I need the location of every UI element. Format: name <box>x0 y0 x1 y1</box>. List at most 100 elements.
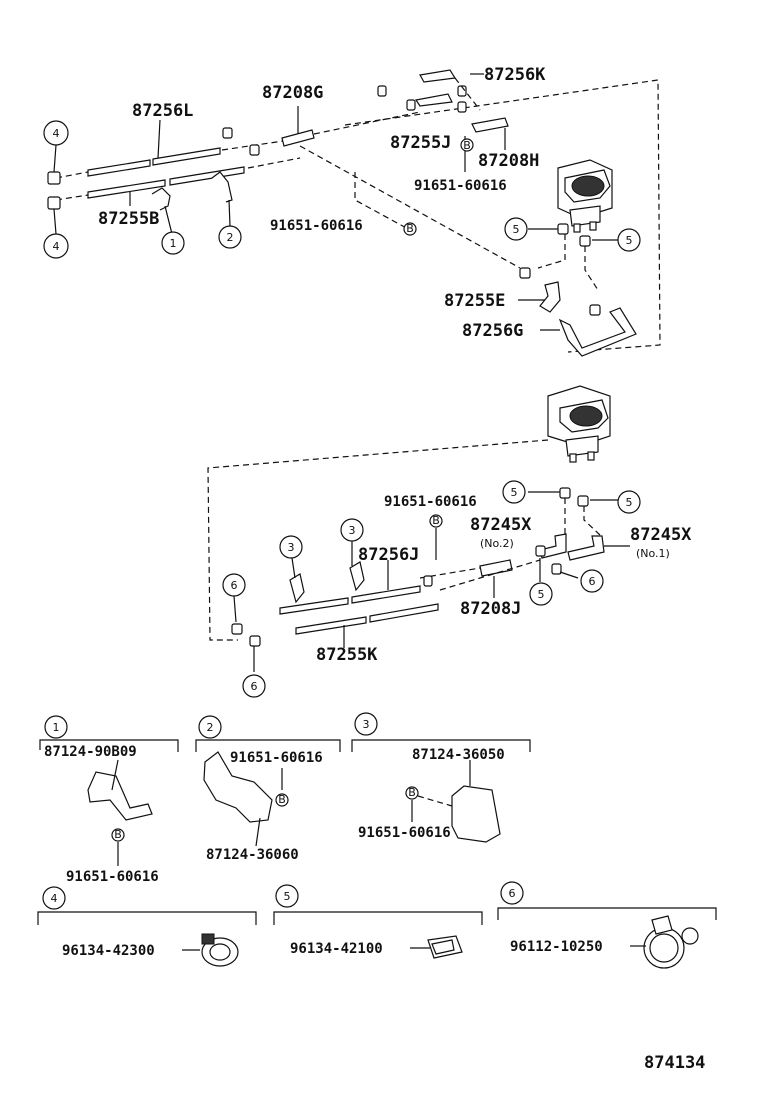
hose-87256J <box>279 597 349 615</box>
detail-1-bracket-line <box>39 739 179 752</box>
detail-callout-3: 3 <box>354 712 378 736</box>
label-87245X-no2: 87245X <box>470 515 532 535</box>
clamp-4-upper <box>47 171 61 210</box>
callout-3-left: 3 <box>279 535 303 559</box>
callout-5-upper-left: 5 <box>504 217 528 241</box>
svg-text:B: B <box>463 139 471 152</box>
detail-callout-2: 2 <box>198 715 222 739</box>
hose-87255B <box>87 166 245 199</box>
callout-3-right: 3 <box>340 518 364 542</box>
svg-text:6: 6 <box>251 680 258 693</box>
label-d4-part: 96134-42300 <box>62 943 155 959</box>
callout-6-right: 6 <box>580 569 604 593</box>
svg-text:6: 6 <box>589 575 596 588</box>
svg-text:5: 5 <box>511 486 518 499</box>
label-87255J: 87255J <box>390 133 451 153</box>
svg-text:B: B <box>408 786 416 799</box>
detail-6-clamp <box>643 915 699 969</box>
detail-3-part <box>451 785 501 843</box>
svg-text:5: 5 <box>626 496 633 509</box>
joint-87208J <box>479 559 513 577</box>
svg-text:2: 2 <box>227 231 234 244</box>
bolt-mark-mid: B <box>403 222 417 236</box>
callout-4-top: 4 <box>43 120 69 146</box>
callout-1: 1 <box>161 231 185 255</box>
bolt-mark-d1: B <box>111 828 125 842</box>
label-87255K: 87255K <box>316 645 378 665</box>
label-87245X-no1: 87245X <box>630 525 692 545</box>
clamp-6 <box>231 623 243 635</box>
label-d2-bolt: 91651-60616 <box>230 750 323 766</box>
svg-text:4: 4 <box>51 892 58 905</box>
hose-87245X-no1 <box>567 535 605 561</box>
label-d2-part: 87124-36060 <box>206 847 299 863</box>
label-91651-mid: 91651-60616 <box>270 218 363 234</box>
bracket-2 <box>211 171 233 203</box>
label-87256J: 87256J <box>358 545 419 565</box>
drawing-number: 874134 <box>644 1053 705 1073</box>
actuator-lower <box>547 385 611 463</box>
actuator-upper <box>557 159 613 233</box>
svg-text:3: 3 <box>349 524 356 537</box>
small-clamp <box>222 127 233 139</box>
hose-87256G <box>558 307 637 357</box>
label-d6-part: 96112-10250 <box>510 939 603 955</box>
callout-5-lower-right: 5 <box>617 490 641 514</box>
detail-1-part <box>87 771 153 821</box>
small-clamp <box>377 85 387 97</box>
hose-87255K <box>295 616 367 635</box>
svg-text:5: 5 <box>538 588 545 601</box>
detail-callout-4: 4 <box>42 886 66 910</box>
callout-5-upper-right: 5 <box>617 228 641 252</box>
bolt-mark-d2: B <box>275 793 289 807</box>
label-87208J: 87208J <box>460 599 521 619</box>
callout-4-bottom: 4 <box>43 233 69 259</box>
svg-text:2: 2 <box>207 721 214 734</box>
detail-5-clamp <box>427 935 463 959</box>
svg-text:3: 3 <box>288 541 295 554</box>
label-d3-bolt: 91651-60616 <box>358 825 451 841</box>
label-87255B: 87255B <box>98 209 159 229</box>
detail-callout-6: 6 <box>500 881 524 905</box>
detail-2-part <box>203 751 273 823</box>
label-87208H: 87208H <box>478 151 539 171</box>
hose-87255E <box>539 281 561 313</box>
callout-5-lower-left: 5 <box>502 480 526 504</box>
joint-87208G <box>281 129 315 147</box>
label-d3-part: 87124-36050 <box>412 747 505 763</box>
bracket-1 <box>151 187 171 211</box>
label-d1-part: 87124-90B09 <box>44 744 137 760</box>
label-87256G: 87256G <box>462 321 523 341</box>
svg-text:1: 1 <box>53 721 60 734</box>
callout-5-lower-mid: 5 <box>529 582 553 606</box>
callout-2: 2 <box>218 225 242 249</box>
label-91651-low: 91651-60616 <box>384 494 477 510</box>
hose-87256L <box>87 147 221 177</box>
joint-87208H <box>471 117 509 133</box>
clamp-6 <box>249 635 261 647</box>
svg-text:4: 4 <box>53 127 60 140</box>
svg-text:6: 6 <box>509 887 516 900</box>
hose-87245X-no2 <box>539 533 567 559</box>
lower-dashed-boundary <box>207 439 549 641</box>
svg-text:5: 5 <box>626 234 633 247</box>
label-d1-bolt: 91651-60616 <box>66 869 159 885</box>
label-d5-part: 96134-42100 <box>290 941 383 957</box>
label-87256K: 87256K <box>484 65 546 85</box>
hose-87255J <box>414 93 453 107</box>
label-no2: (No.2) <box>480 537 514 550</box>
label-no1: (No.1) <box>636 547 670 560</box>
svg-text:B: B <box>406 222 414 235</box>
label-87256L: 87256L <box>132 101 193 121</box>
svg-text:6: 6 <box>231 579 238 592</box>
svg-text:4: 4 <box>53 240 60 253</box>
small-clamp <box>249 144 260 156</box>
callout-6-bottom: 6 <box>242 674 266 698</box>
hose-87256K <box>419 69 457 83</box>
label-87255E: 87255E <box>444 291 505 311</box>
bolt-mark-lower: B <box>429 514 443 528</box>
bracket-3 <box>289 573 305 604</box>
label-91651-top: 91651-60616 <box>414 178 507 194</box>
detail-callout-5: 5 <box>275 884 299 908</box>
